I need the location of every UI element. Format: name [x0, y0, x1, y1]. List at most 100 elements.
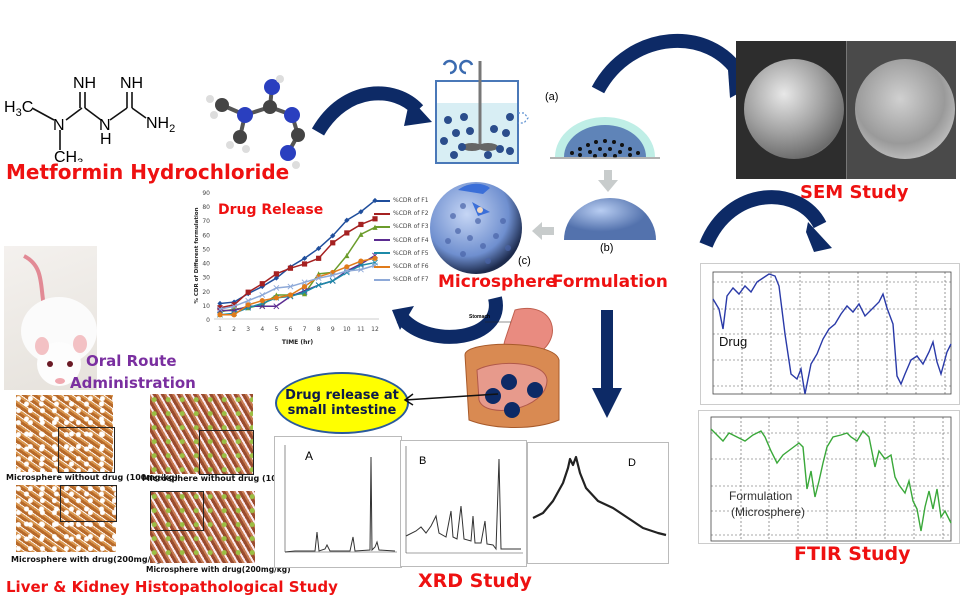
x-tick-label: 11 — [357, 326, 365, 333]
chart-legend: %CDR of F1%CDR of F2%CDR of F3%CDR of F4… — [374, 194, 444, 286]
callout-line2: small intestine — [287, 403, 397, 418]
histo-caption-4: Microsphere with drug(200mg/kg) — [146, 565, 291, 574]
legend-label: %CDR of F3 — [393, 223, 429, 231]
legend-swatch — [374, 239, 390, 242]
legend-swatch — [374, 252, 390, 255]
nh-right-label: NH — [120, 75, 143, 92]
data-point-f6 — [372, 255, 378, 261]
x-tick-label: 4 — [260, 326, 264, 333]
rat-photo — [4, 246, 97, 390]
xrd-panel-b: B — [400, 440, 527, 567]
data-point-f3 — [301, 291, 308, 297]
series-line-f7 — [219, 264, 376, 310]
half-sphere-a — [550, 115, 660, 160]
legend-swatch — [374, 212, 390, 215]
data-point-f2 — [316, 255, 322, 261]
legend-label: %CDR of F6 — [393, 263, 429, 271]
microsphere-c — [428, 176, 528, 276]
data-point-f1 — [344, 217, 350, 223]
data-point-f6 — [259, 298, 265, 304]
legend-label: %CDR of F5 — [393, 249, 429, 257]
legend-item-f4: %CDR of F4 — [374, 234, 444, 247]
y-tick-label: 0 — [206, 317, 210, 324]
y-tick-label: 20 — [202, 289, 210, 296]
ftir-title: FTIR Study — [794, 543, 911, 565]
data-point-f7 — [301, 279, 308, 286]
ftir-drug-spectrum: Drug — [700, 263, 960, 405]
legend-label: %CDR of F7 — [393, 276, 429, 284]
data-point-f2 — [231, 302, 237, 308]
data-point-f2 — [344, 230, 350, 236]
n-mid-label: N — [99, 117, 111, 134]
histo-title: Liver & Kidney Histopathological Study — [6, 578, 338, 596]
legend-item-f7: %CDR of F7 — [374, 273, 444, 286]
data-point-f2 — [358, 221, 364, 228]
oral-route-line2: Administration — [70, 374, 196, 392]
gi-tract-illustration: Stomach — [455, 300, 565, 440]
oral-route-line1: Oral Route — [86, 352, 177, 370]
histo-caption-2: Microsphere without drug (100mg/kg) — [142, 474, 315, 483]
callout-line1: Drug release at — [285, 388, 399, 403]
y-tick-label: 10 — [202, 303, 210, 310]
data-point-f5 — [301, 289, 308, 296]
kidney-image-without-drug — [150, 394, 254, 475]
data-point-f7 — [357, 266, 364, 273]
data-point-f6 — [344, 264, 350, 270]
y-tick-label: 60 — [202, 232, 210, 239]
legend-item-f3: %CDR of F3 — [374, 220, 444, 233]
half-sphere-b — [562, 196, 658, 240]
legend-label: %CDR of F1 — [393, 197, 429, 205]
x-tick-label: 6 — [289, 326, 293, 333]
data-point-f3 — [344, 252, 350, 259]
arrow-to-sem — [591, 33, 746, 94]
y-axis-label: % CDR of Different formulation — [194, 207, 200, 303]
legend-item-f6: %CDR of F6 — [374, 260, 444, 273]
sem-images — [736, 41, 956, 179]
ftir-formulation-label-line2: (Microsphere) — [731, 505, 806, 519]
x-tick-label: 9 — [331, 326, 335, 333]
xrd-panel-d: D — [527, 442, 669, 564]
arrowhead-drug-release — [392, 306, 414, 330]
data-point-f2 — [287, 265, 294, 271]
data-point-f7 — [259, 292, 266, 298]
data-point-f2 — [330, 240, 336, 246]
metformin-3d-model — [200, 75, 310, 170]
x-tick-label: 1 — [218, 326, 222, 333]
y-tick-label: 40 — [202, 261, 210, 268]
ftir-formulation-spectrum: Formulation (Microsphere) — [698, 410, 960, 544]
xrd-title: XRD Study — [418, 570, 532, 592]
callout-pointer-arrow — [403, 393, 499, 406]
arrowhead-down-xrd — [592, 388, 622, 418]
x-tick-label: 7 — [303, 326, 307, 333]
y-tick-label: 30 — [202, 275, 210, 282]
liver-image-with-drug — [16, 485, 117, 552]
kidney-image-with-drug — [150, 491, 255, 563]
data-point-f1 — [217, 300, 223, 307]
xrd-panel-a: A — [274, 436, 402, 568]
legend-label: %CDR of F4 — [393, 236, 429, 244]
process-label-a: (a) — [545, 91, 559, 103]
data-point-f6 — [287, 292, 294, 298]
legend-swatch — [374, 265, 390, 268]
metformin-skeletal-formula: NH NH H3C N N H NH2 CH3 — [4, 75, 175, 169]
data-point-f2 — [372, 216, 378, 222]
arrow-structure-to-process — [311, 86, 424, 136]
y-tick-label: 90 — [202, 190, 210, 197]
nh-left-label: NH — [73, 75, 96, 92]
x-tick-label: 12 — [371, 326, 379, 333]
compound-title: Metformin Hydrochloride — [6, 160, 290, 184]
data-point-f2 — [273, 271, 279, 277]
data-point-f2 — [301, 261, 308, 267]
y-tick-label: 80 — [202, 204, 210, 211]
arrowhead-process — [404, 98, 432, 126]
process-label-c: (c) — [518, 255, 531, 267]
data-point-f5 — [329, 277, 336, 284]
legend-swatch — [374, 199, 390, 202]
histo-caption-1: Microsphere without drug (100mg/kg) — [6, 473, 179, 482]
legend-item-f1: %CDR of F1 — [374, 194, 444, 207]
data-point-f7 — [343, 268, 350, 274]
data-point-f7 — [287, 283, 294, 290]
data-point-f6 — [273, 295, 279, 301]
